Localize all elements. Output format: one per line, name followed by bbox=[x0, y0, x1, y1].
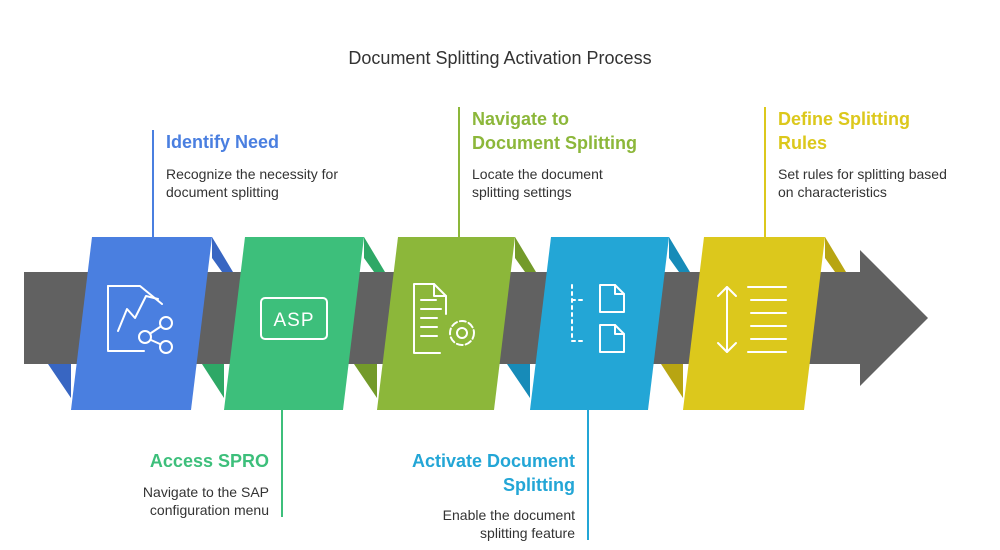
step-2-shape bbox=[224, 237, 364, 410]
step-3-description: Locate the document splitting settings bbox=[472, 166, 603, 200]
svg-text:ASP: ASP bbox=[273, 310, 314, 331]
asp-screen-icon: ASP bbox=[260, 297, 328, 340]
step-5-description: Set rules for splitting based on charact… bbox=[778, 166, 947, 200]
split-documents-icon bbox=[571, 284, 625, 353]
step-4-fold-bottom bbox=[507, 364, 530, 398]
step-2-fold-top bbox=[364, 237, 385, 272]
step-2-description: Navigate to the SAP configuration menu bbox=[142, 484, 269, 518]
step-5-fold-top bbox=[825, 237, 846, 272]
step-1-title: Identify Need bbox=[166, 132, 280, 152]
step-1-fold-bottom bbox=[48, 364, 71, 398]
chart-share-icon bbox=[107, 285, 173, 354]
step-5-title: Define Splitting Rules bbox=[778, 109, 910, 153]
step-3-fold-top bbox=[515, 237, 536, 272]
step-1-fold-top bbox=[212, 237, 233, 272]
step-2-title: Access SPRO bbox=[149, 451, 269, 471]
step-4-title: Activate Document Splitting bbox=[411, 451, 575, 495]
step-4-shape bbox=[530, 237, 669, 410]
step-1-description: Recognize the necessity for document spl… bbox=[166, 166, 338, 200]
step-5-shape bbox=[683, 237, 825, 410]
diagram-title: Document Splitting Activation Process bbox=[348, 48, 652, 68]
step-3-title: Navigate to Document Splitting bbox=[472, 109, 637, 153]
document-gear-icon bbox=[413, 283, 475, 354]
step-5-fold-bottom bbox=[661, 364, 683, 398]
step-4-fold-top bbox=[669, 237, 690, 272]
step-3-shape bbox=[377, 237, 515, 410]
step-1-shape bbox=[71, 237, 212, 410]
step-2-fold-bottom bbox=[202, 364, 224, 398]
vertical-resize-list-icon bbox=[717, 286, 787, 353]
step-3-fold-bottom bbox=[354, 364, 377, 398]
step-4-description: Enable the document splitting feature bbox=[442, 507, 575, 541]
